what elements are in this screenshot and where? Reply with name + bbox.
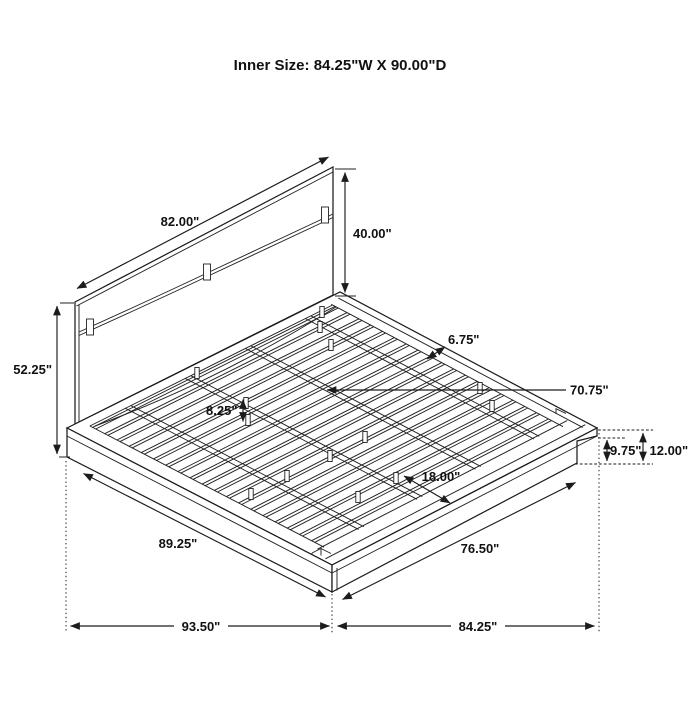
dim-label-headboard-width: 82.00" — [161, 214, 200, 229]
dim-label-overall-height: 52.25" — [13, 362, 52, 377]
headboard-clip — [321, 206, 329, 224]
dim-label-slat-spacing: 8.25" — [206, 403, 237, 418]
extension-lines — [65, 429, 653, 633]
dimension-40: 40.00" — [335, 168, 392, 297]
dim-label-right-side: 76.50" — [461, 541, 500, 556]
dimension-765: 76.50" — [342, 481, 576, 601]
headboard-clip — [203, 263, 211, 281]
dim-label-base-height: 9.75" — [610, 443, 641, 458]
headboard-clip — [86, 318, 94, 336]
dimension-935: 93.50" — [70, 618, 330, 634]
dimension-82: 82.00" — [76, 156, 329, 290]
dim-label-headboard-height: 40.00" — [353, 226, 392, 241]
dim-label-overall-depth: 93.50" — [182, 619, 221, 634]
dim-label-slat-length: 70.75" — [570, 383, 609, 398]
diagram-title: Inner Size: 84.25"W X 90.00"D — [234, 57, 447, 74]
dim-label-left-side: 89.25" — [159, 536, 198, 551]
dimension-825: 8.25" — [206, 399, 247, 422]
dim-label-overall-width: 84.25" — [459, 619, 498, 634]
dimension-675: 6.75" — [426, 332, 479, 360]
support-rails — [125, 315, 540, 530]
dim-label-platform-height: 12.00" — [650, 443, 689, 458]
slats — [92, 305, 552, 543]
dimension-52: 52.25" — [13, 302, 74, 458]
dim-label-support-spacing: 18.00" — [422, 469, 461, 484]
dimension-12: 12.00" — [639, 432, 689, 462]
dimension-7075: 70.75" — [326, 383, 609, 398]
dim-label-side-rail-width: 6.75" — [448, 332, 479, 347]
dimension-8425: 84.25" — [337, 618, 595, 634]
dimension-8925: 89.25" — [83, 472, 326, 598]
dimension-975: 9.75" — [603, 439, 641, 462]
